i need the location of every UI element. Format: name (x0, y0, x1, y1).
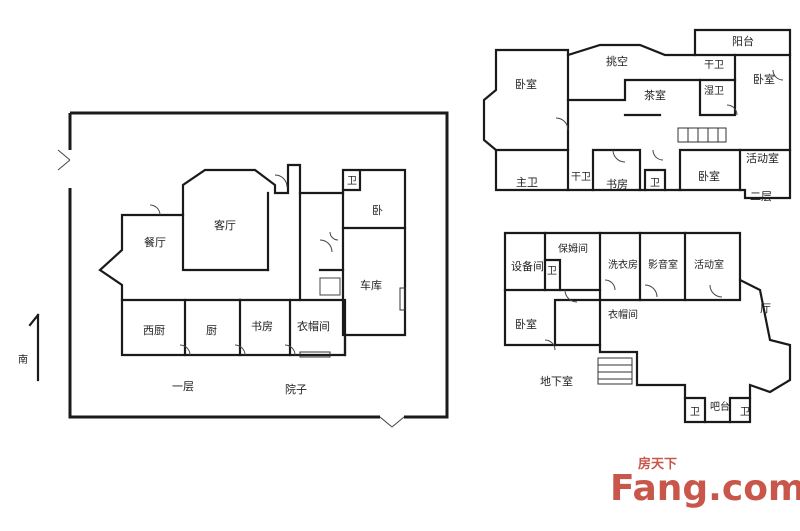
room-study: 书房 (251, 320, 273, 333)
floor2-plan: 阳台 干卫 湿卫 卧室 卧室 挑空 茶室 主卫 干卫 书房 卫 卧室 活动室 二… (482, 28, 792, 203)
north-label: 南 (18, 353, 28, 366)
room-b-bath-r: 卫 (740, 407, 750, 418)
room-b-hall: 厅 (760, 302, 771, 315)
floor1-title: 一层 (172, 380, 194, 393)
room-dining: 餐厅 (144, 235, 166, 249)
room-closet: 衣帽间 (297, 319, 330, 333)
room2-balcony: 阳台 (732, 34, 754, 48)
yard-label: 院子 (285, 382, 307, 396)
room2-bedroom-tr: 卧室 (753, 72, 775, 86)
basement-plan: 设备间 保姆间 卫 洗衣房 影音室 活动室 厅 卧室 衣帽间 卫 卫 吧台 地下… (503, 231, 792, 424)
room-bedroom: 卧 (372, 204, 383, 217)
room-b-av: 影音室 (648, 258, 678, 271)
watermark-logo: Fang.com 房天下 (610, 456, 800, 509)
room2-bath: 卫 (650, 178, 660, 189)
room-b-closet: 衣帽间 (608, 308, 638, 321)
room-b-bath-l: 卫 (690, 407, 700, 418)
room-b-bath: 卫 (547, 266, 557, 277)
room-living: 客厅 (214, 218, 236, 232)
room2-dry-bath: 干卫 (704, 60, 724, 71)
watermark-cn: 房天下 (638, 456, 677, 472)
room2-tea: 茶室 (644, 88, 666, 102)
room-garage: 车库 (360, 278, 382, 292)
floor1-plan: 餐厅 客厅 卫 卧 车库 西厨 厨 书房 衣帽间 一层 院子 南 (18, 111, 449, 428)
room2-dry-bath2: 干卫 (571, 172, 591, 183)
room-b-bedroom: 卧室 (515, 317, 537, 331)
room-bath: 卫 (347, 176, 357, 187)
room2-bedroom-tl: 卧室 (515, 77, 537, 91)
watermark-brand: Fang.com (610, 468, 800, 509)
room2-activity: 活动室 (746, 151, 779, 165)
room-western-kitchen: 西厨 (143, 324, 165, 337)
room-b-equipment: 设备间 (511, 259, 544, 273)
room-b-activity: 活动室 (694, 258, 724, 271)
room-b-laundry: 洗衣房 (608, 258, 638, 271)
basement-title: 地下室 (540, 374, 573, 388)
room-kitchen: 厨 (206, 324, 217, 337)
room2-wet-bath: 湿卫 (704, 85, 724, 97)
room2-bedroom-b: 卧室 (698, 169, 720, 183)
floor2-title: 二层 (750, 190, 772, 203)
room2-void: 挑空 (606, 54, 628, 68)
room-b-bar: 吧台 (710, 400, 730, 413)
room2-study: 书房 (606, 178, 628, 191)
room2-master-bath: 主卫 (516, 176, 538, 189)
room-b-nanny: 保姆间 (558, 242, 588, 255)
north-arrow-icon (28, 313, 40, 382)
